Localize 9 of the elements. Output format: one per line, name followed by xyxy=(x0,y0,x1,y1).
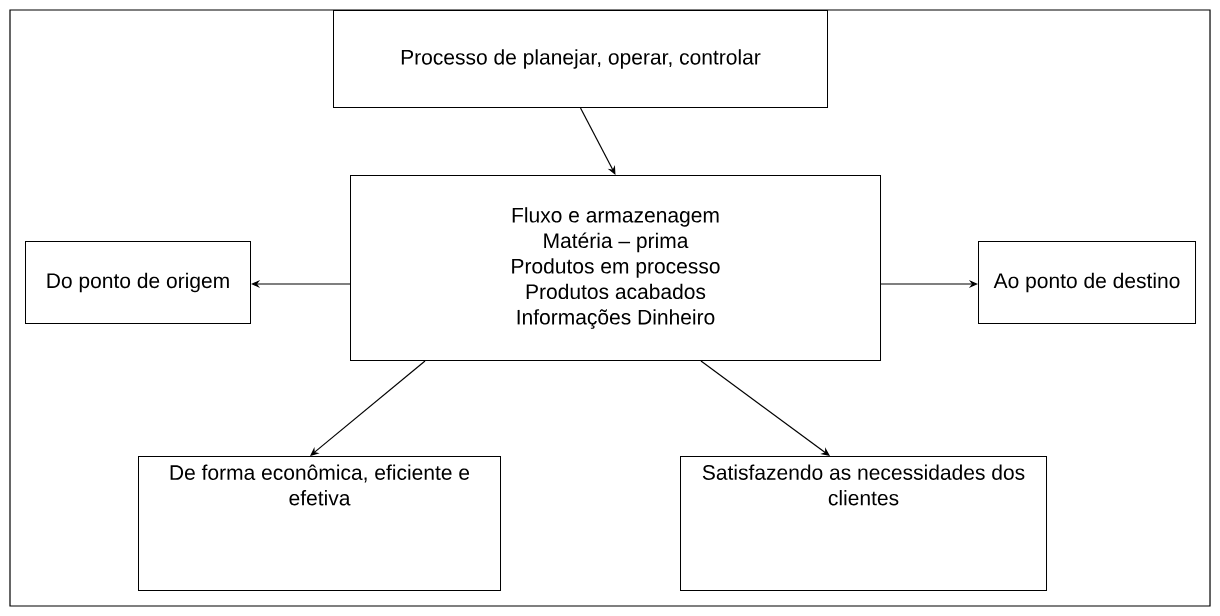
process-box: Satisfazendo as necessidades dos clientes xyxy=(680,456,1047,591)
arrow xyxy=(700,360,830,456)
process-box: Ao ponto de destino xyxy=(978,241,1196,324)
arrow xyxy=(310,360,426,456)
arrow xyxy=(579,107,616,175)
process-box: Fluxo e armazenagem Matéria – prima Produtos em processo Produtos acabados Informações Dinheiro xyxy=(350,175,881,361)
process-box: Processo de planejar, operar, controlar xyxy=(333,10,828,108)
process-box: Do ponto de origem xyxy=(25,241,251,324)
process-box: De forma econômica, eficiente e efetiva xyxy=(138,456,501,591)
